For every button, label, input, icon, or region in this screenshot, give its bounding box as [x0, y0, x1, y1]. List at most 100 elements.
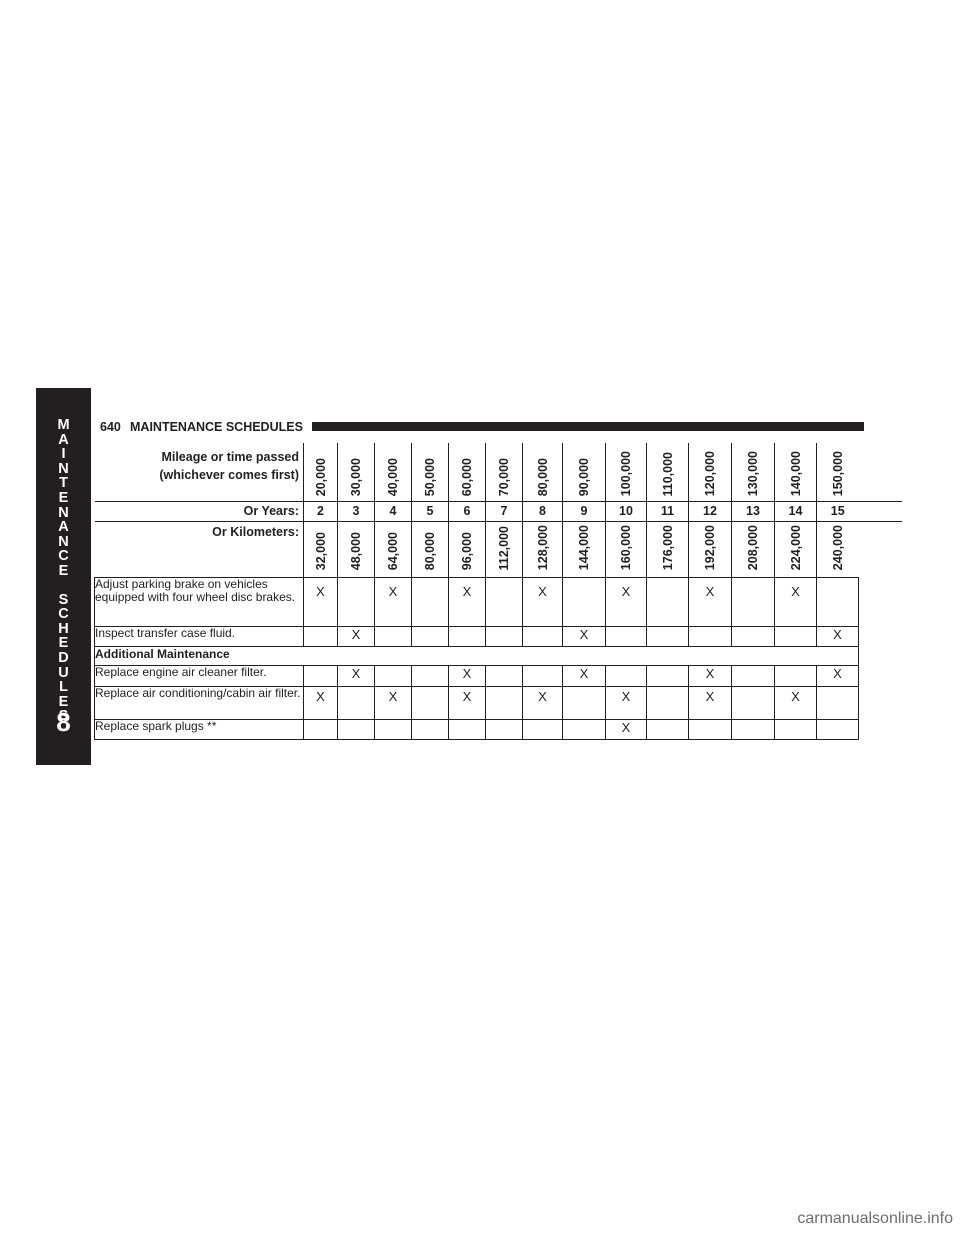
side-tab-letter: D — [58, 649, 69, 666]
mileage-cell: 130,000 — [731, 443, 775, 501]
schedule-mark: X — [303, 685, 338, 720]
kilometers-cell: 160,000 — [605, 521, 647, 577]
years-value: 9 — [562, 501, 606, 521]
schedule-mark: X — [774, 576, 817, 627]
years-value: 10 — [605, 501, 647, 521]
schedule-mark: X — [522, 576, 563, 627]
schedule-mark — [562, 576, 606, 627]
mileage-label: Mileage or time passed (whichever comes … — [95, 443, 304, 501]
schedule-mark: X — [337, 664, 375, 687]
schedule-mark — [774, 718, 817, 740]
mileage-value: 110,000 — [660, 452, 675, 497]
schedule-mark: X — [562, 625, 606, 647]
mileage-cell: 100,000 — [605, 443, 647, 501]
schedule-mark: X — [303, 576, 338, 627]
schedule-mark — [646, 718, 689, 740]
chapter-number: 8 — [56, 707, 71, 737]
kilometers-value: 224,000 — [788, 525, 803, 571]
side-tab-letter: S — [58, 708, 69, 725]
schedule-mark: X — [522, 685, 563, 720]
schedule-mark: X — [337, 625, 375, 647]
schedule-mark: X — [816, 664, 859, 687]
kilometers-cell: 96,000 — [448, 521, 486, 577]
kilometers-value: 192,000 — [703, 525, 717, 571]
mileage-header-row: Mileage or time passed (whichever comes … — [95, 443, 902, 501]
kilometers-value: 48,000 — [349, 532, 363, 571]
schedule-mark — [646, 664, 689, 687]
side-tab-letter: A — [58, 431, 69, 448]
mileage-cell: 150,000 — [816, 443, 859, 501]
kilometers-value: 112,000 — [497, 526, 511, 571]
page-number: 640 — [100, 420, 121, 434]
side-tab-letter: T — [59, 475, 68, 492]
maintenance-item-description: Inspect transfer case fluid. — [94, 625, 304, 647]
schedule-mark — [816, 576, 859, 627]
mileage-value: 40,000 — [386, 458, 400, 497]
schedule-mark — [374, 664, 412, 687]
mileage-cell: 60,000 — [448, 443, 486, 501]
schedule-mark — [485, 576, 523, 627]
side-tab-letter: H — [58, 620, 69, 637]
maintenance-item-description: Adjust parking brake on vehicles equippe… — [94, 576, 304, 627]
mileage-cell: 110,000 — [646, 443, 689, 501]
chapter-side-tab: M A I N T E N A N C E S C H E D U L E S … — [36, 388, 91, 765]
schedule-mark — [688, 625, 732, 647]
kilometers-label: Or Kilometers: — [212, 524, 299, 539]
schedule-mark — [411, 625, 449, 647]
side-tab-letter: C — [58, 548, 69, 565]
mileage-value: 50,000 — [423, 458, 437, 497]
kilometers-value: 32,000 — [313, 532, 328, 571]
side-tab-letter: S — [58, 591, 69, 608]
side-tab-letter: U — [58, 664, 69, 681]
maintenance-item-description: Replace air conditioning/cabin air filte… — [94, 685, 304, 720]
mileage-value: 20,000 — [313, 458, 328, 497]
section-title: MAINTENANCE SCHEDULES — [130, 420, 303, 434]
mileage-cell: 90,000 — [562, 443, 606, 501]
years-value: 5 — [411, 501, 449, 521]
kilometers-cell: 208,000 — [731, 521, 775, 577]
schedule-mark: X — [688, 576, 732, 627]
mileage-value: 60,000 — [460, 458, 474, 497]
schedule-mark — [605, 625, 647, 647]
watermark: carmanualsonline.info — [797, 1210, 953, 1227]
schedule-mark — [303, 664, 338, 687]
schedule-mark — [485, 718, 523, 740]
mileage-value: 120,000 — [703, 451, 717, 497]
mileage-label-line: (whichever comes first) — [159, 468, 299, 482]
kilometers-cell: 112,000 — [485, 521, 523, 577]
years-value: 12 — [688, 501, 732, 521]
schedule-mark — [562, 718, 606, 740]
schedule-mark — [522, 664, 563, 687]
years-value: 15 — [816, 501, 859, 521]
kilometers-cell: 240,000 — [816, 521, 859, 577]
side-tab-letter: L — [59, 679, 68, 696]
schedule-mark — [374, 625, 412, 647]
side-tab-letter: E — [58, 489, 69, 506]
years-value: 11 — [646, 501, 689, 521]
table-row: Replace air conditioning/cabin air filte… — [94, 685, 902, 720]
table-row: Replace spark plugs ** X — [94, 718, 902, 740]
schedule-mark — [337, 576, 375, 627]
section-heading: Additional Maintenance — [94, 645, 859, 666]
mileage-cell: 140,000 — [774, 443, 817, 501]
side-tab-gap — [36, 579, 91, 593]
mileage-cell: 120,000 — [688, 443, 732, 501]
kilometers-value: 208,000 — [746, 525, 760, 571]
kilometers-value: 80,000 — [423, 532, 437, 571]
schedule-mark — [411, 718, 449, 740]
schedule-mark — [774, 625, 817, 647]
years-value: 7 — [485, 501, 523, 521]
side-tab-letter: N — [58, 533, 69, 550]
kilometers-cell: 80,000 — [411, 521, 449, 577]
table-row: Inspect transfer case fluid. X X X — [94, 625, 902, 647]
schedule-mark — [448, 625, 486, 647]
kilometers-value: 96,000 — [460, 532, 474, 571]
schedule-mark: X — [448, 664, 486, 687]
years-row: Or Years: 2 3 4 5 6 7 8 9 10 11 12 13 14… — [94, 501, 902, 521]
schedule-mark — [448, 718, 486, 740]
side-tab-letter: M — [57, 417, 70, 433]
mileage-value: 150,000 — [830, 451, 845, 497]
schedule-mark — [485, 625, 523, 647]
header-rule — [312, 422, 864, 431]
schedule-mark — [522, 625, 563, 647]
